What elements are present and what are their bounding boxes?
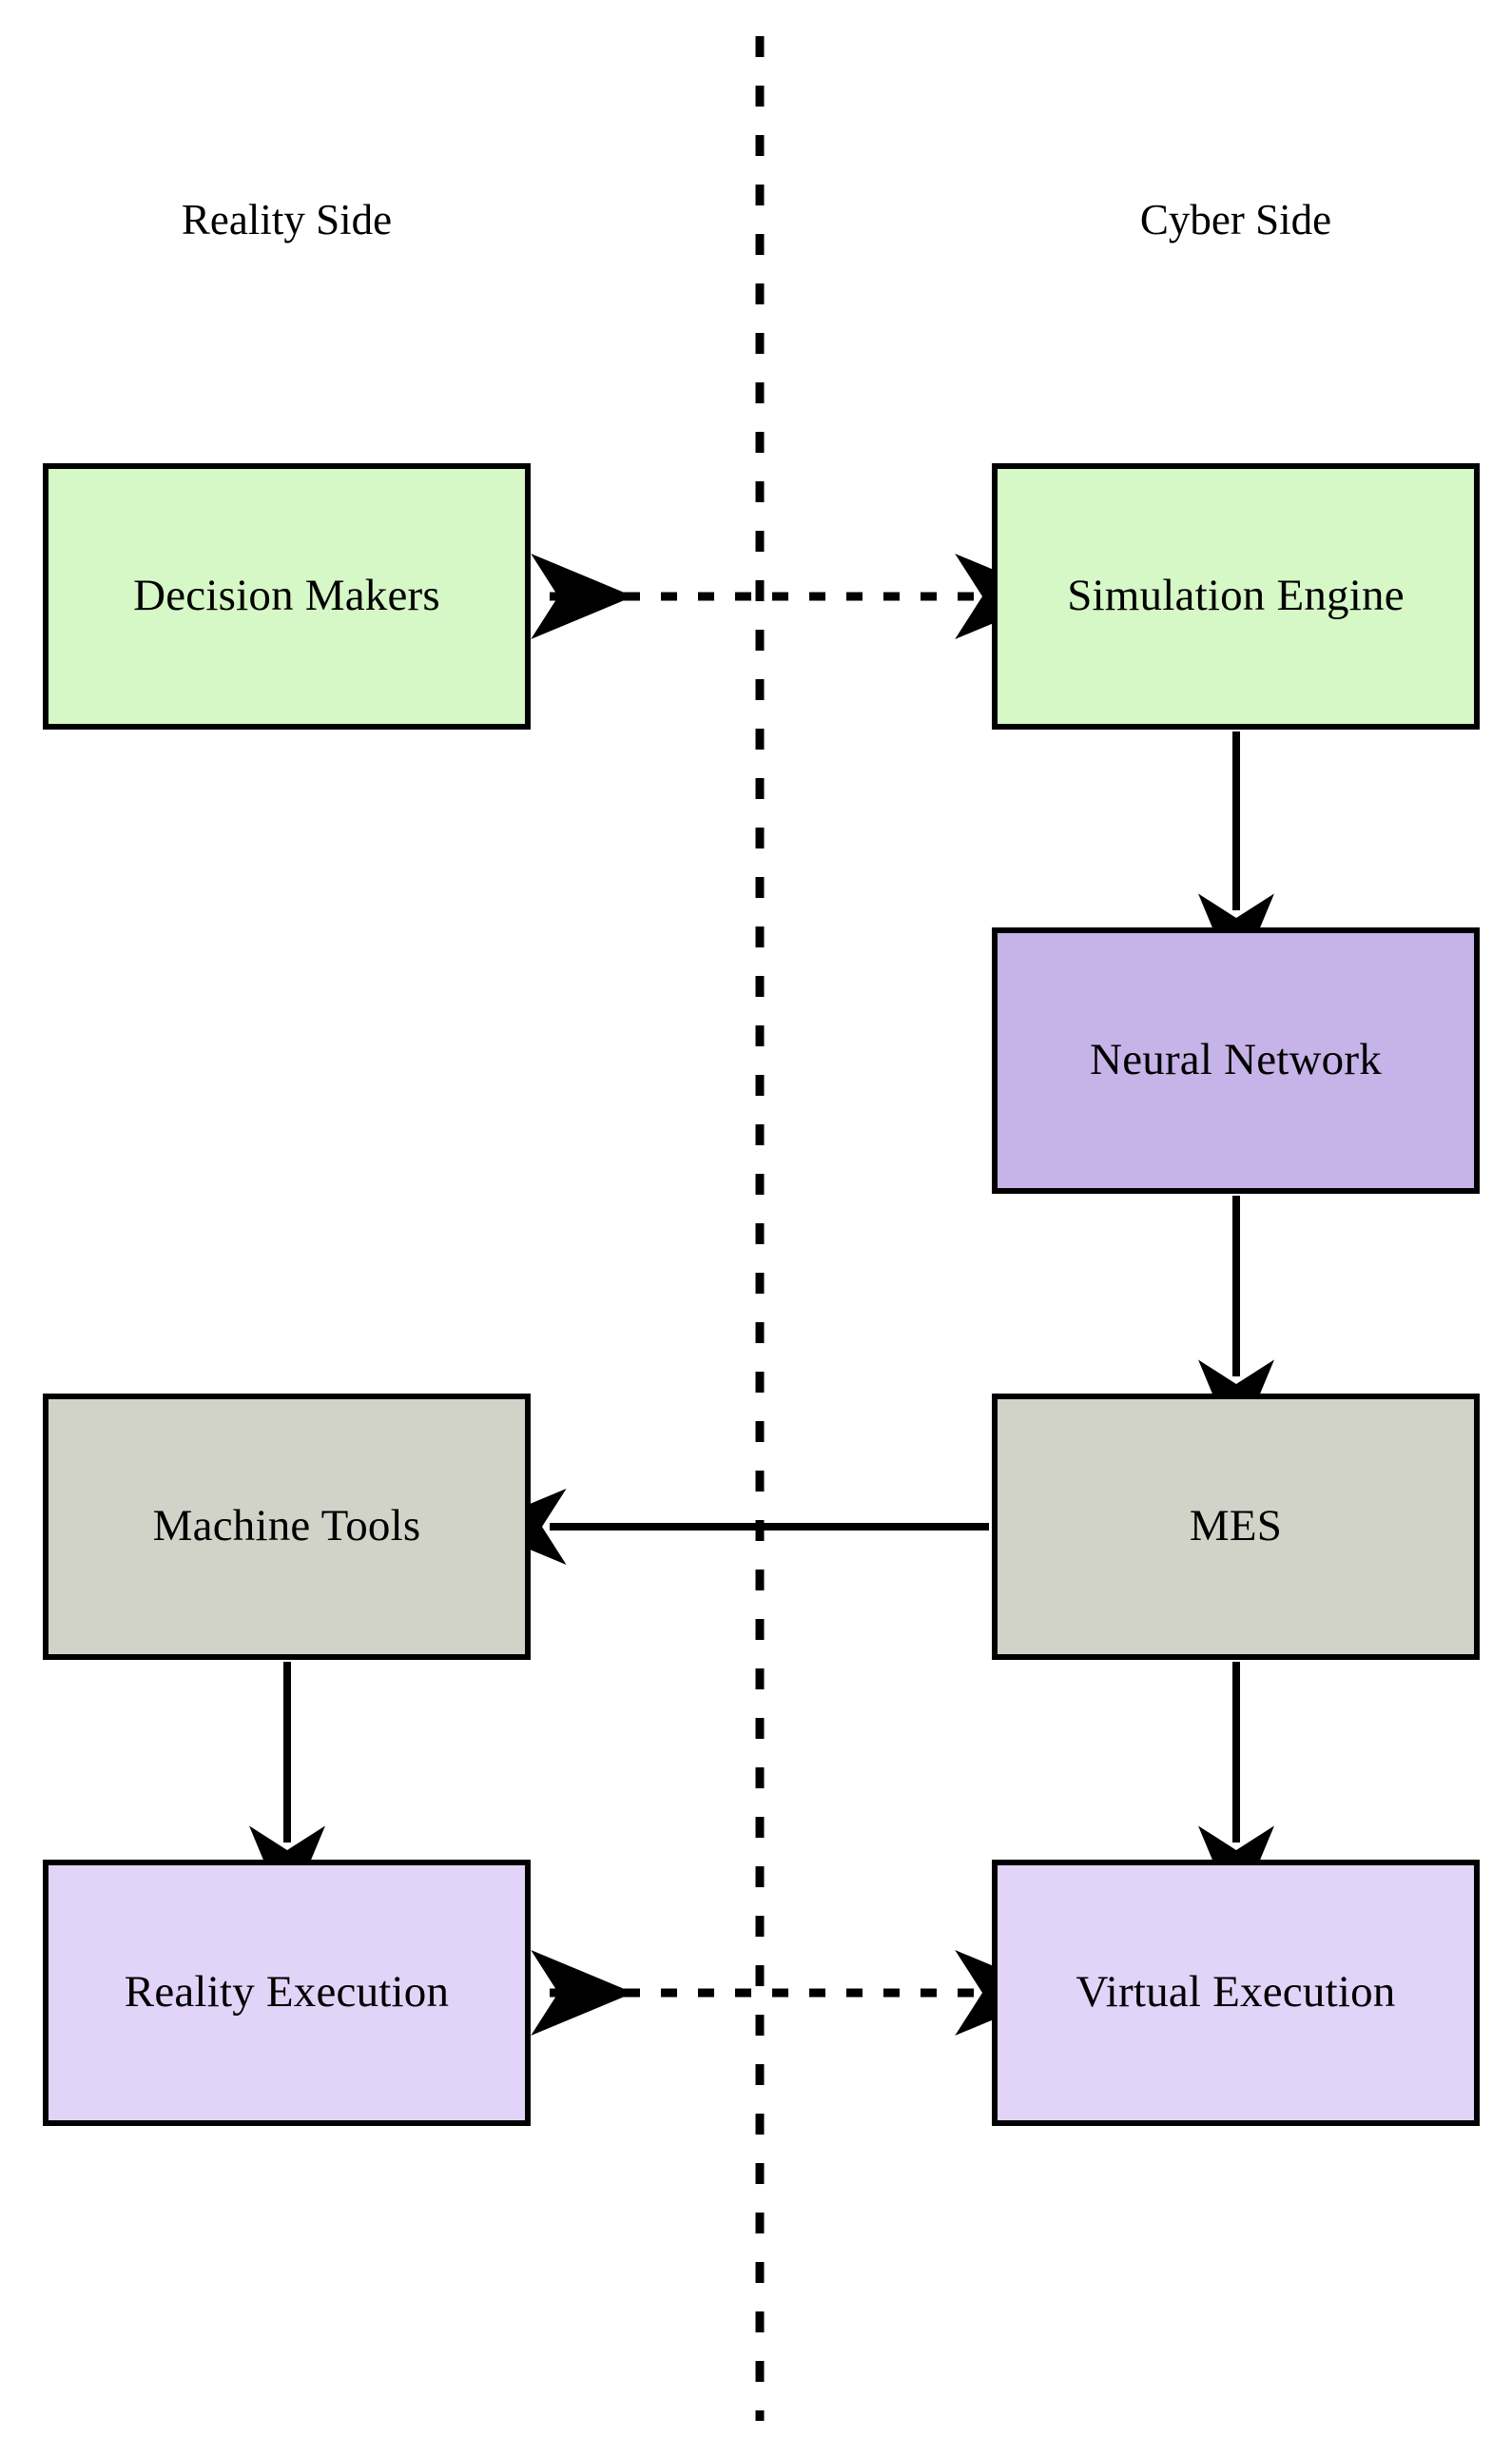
node-machine-tools[interactable]: Machine Tools <box>43 1394 531 1660</box>
node-neural-network-label: Neural Network <box>1090 1035 1382 1085</box>
node-decision-makers-label: Decision Makers <box>133 571 440 621</box>
node-machine-tools-label: Machine Tools <box>152 1501 421 1551</box>
node-simulation-engine-label: Simulation Engine <box>1067 571 1405 621</box>
header-cyber-side-label: Cyber Side <box>1139 196 1332 244</box>
node-reality-execution-label: Reality Execution <box>124 1967 450 2018</box>
header-reality-side-label: Reality Side <box>181 196 393 244</box>
header-reality-side: Reality Side <box>43 195 531 244</box>
node-neural-network[interactable]: Neural Network <box>992 927 1480 1194</box>
node-virtual-execution-label: Virtual Execution <box>1076 1967 1396 2018</box>
node-decision-makers[interactable]: Decision Makers <box>43 463 531 730</box>
node-reality-execution[interactable]: Reality Execution <box>43 1860 531 2126</box>
node-simulation-engine[interactable]: Simulation Engine <box>992 463 1480 730</box>
node-virtual-execution[interactable]: Virtual Execution <box>992 1860 1480 2126</box>
node-mes[interactable]: MES <box>992 1394 1480 1660</box>
node-mes-label: MES <box>1189 1501 1283 1551</box>
header-cyber-side: Cyber Side <box>992 195 1480 244</box>
